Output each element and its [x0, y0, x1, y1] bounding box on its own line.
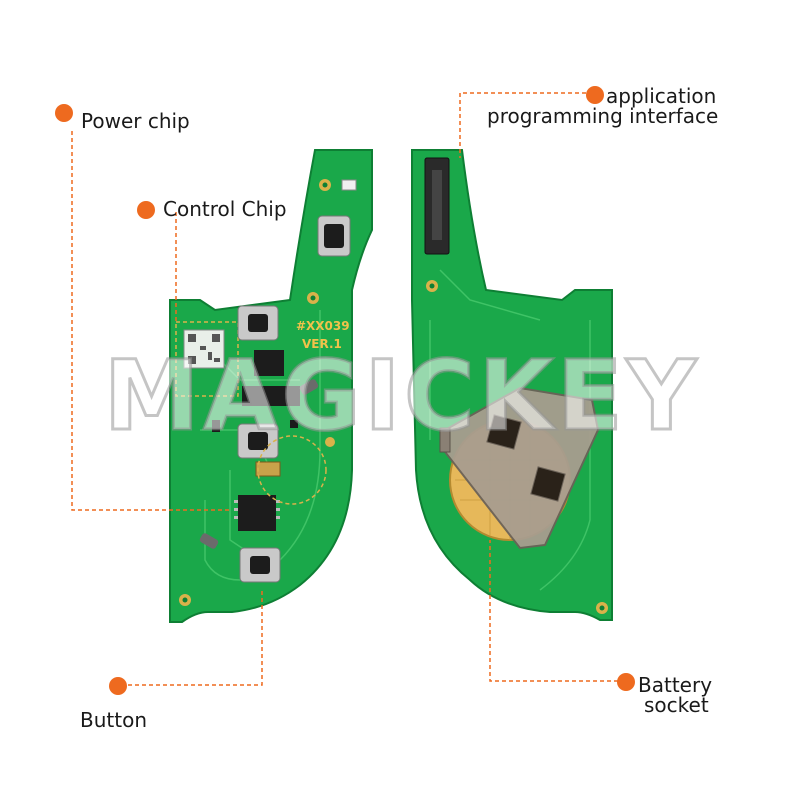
power-chip-label: Power chip	[81, 109, 190, 133]
back-pcb-board	[411, 149, 613, 621]
api-label-line2: programming interface	[487, 104, 719, 128]
leader-lines	[71, 92, 618, 686]
battery-marker-icon	[617, 673, 635, 691]
control-chip-label: Control Chip	[163, 197, 287, 221]
watermark: MAGICKEY	[102, 339, 701, 454]
button-label: Button	[80, 708, 147, 732]
power-chip-marker-icon	[55, 104, 73, 122]
battery-label-line2: socket	[644, 693, 709, 717]
api-marker-icon	[586, 86, 604, 104]
api-label-line1: application	[606, 84, 717, 108]
board-model-text: #XX039	[296, 319, 350, 333]
front-buttons	[237, 215, 351, 583]
control-chip-marker-icon	[137, 201, 155, 219]
board-version-text: VER.1	[302, 337, 342, 351]
button-marker-icon	[109, 677, 127, 695]
front-pcb-board	[169, 149, 373, 623]
battery-label-line1: Battery	[638, 673, 713, 697]
